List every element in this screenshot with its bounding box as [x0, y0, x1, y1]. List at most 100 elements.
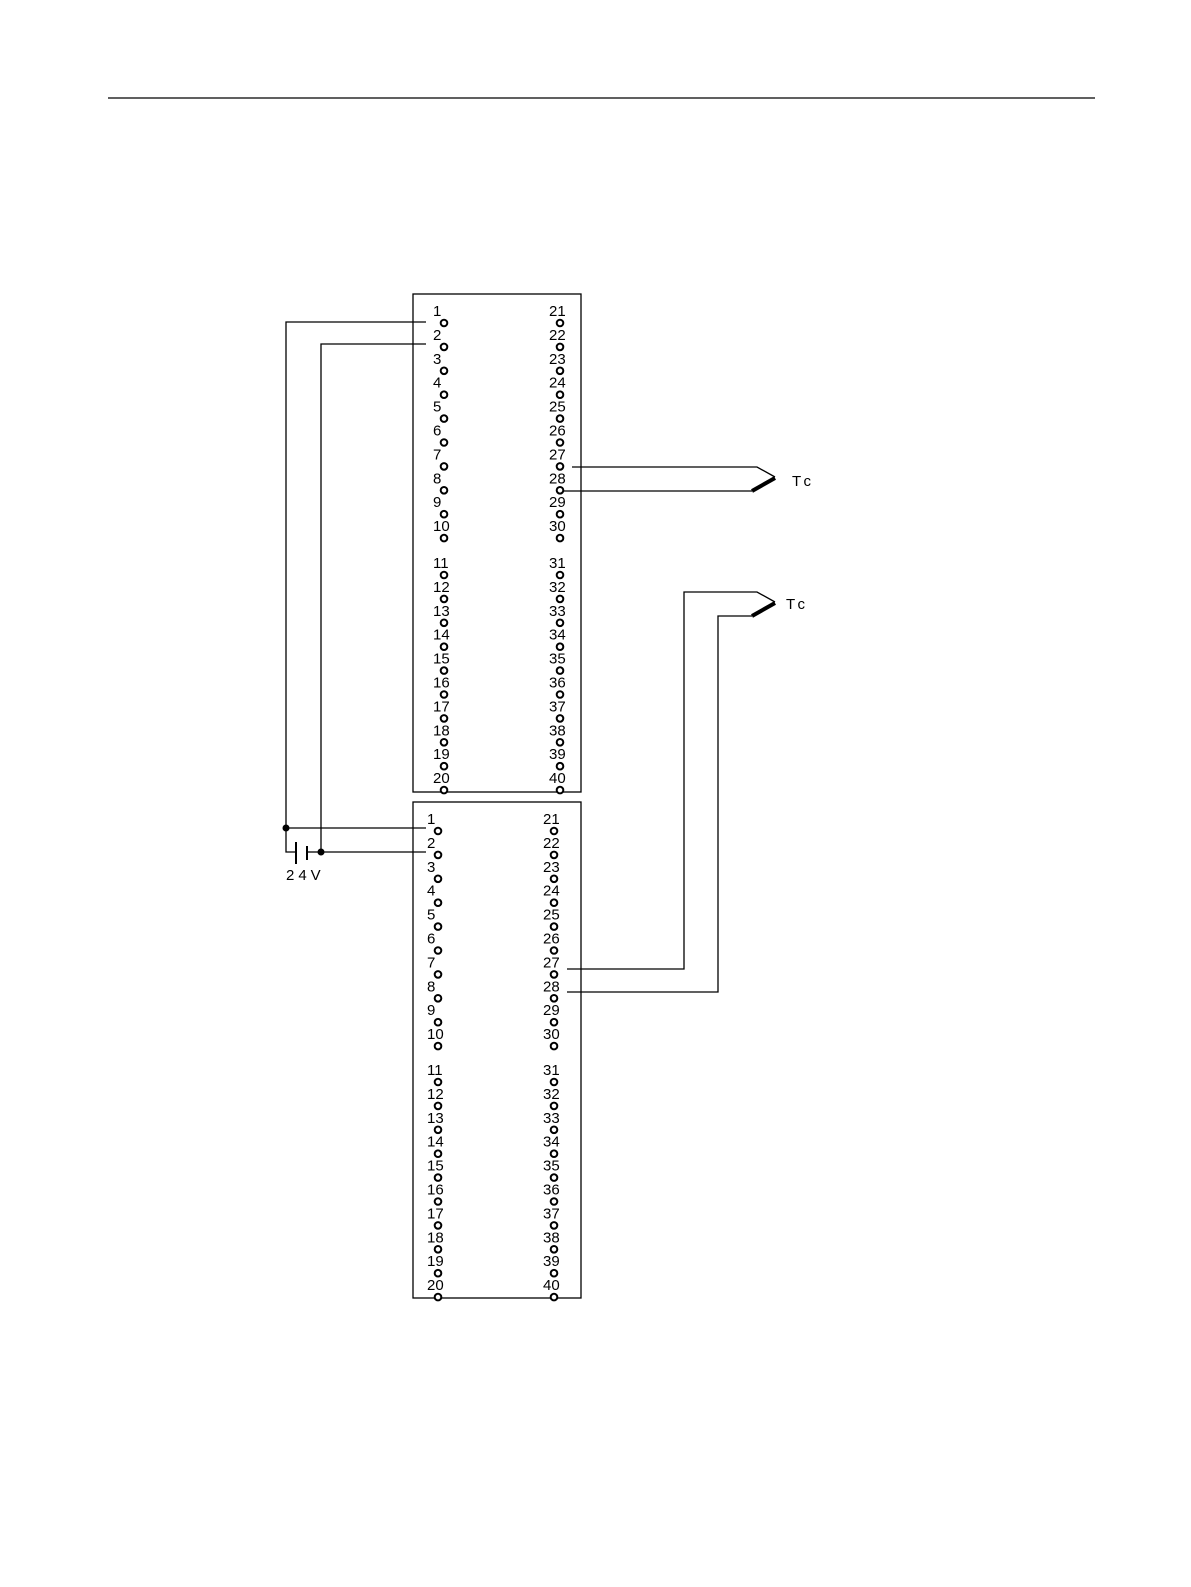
pin-label-right: 28: [549, 470, 566, 487]
tc-upper-junction: [752, 478, 775, 491]
pin-label-right: 23: [549, 351, 566, 368]
pin-label-right: 21: [549, 303, 566, 320]
pin-label-left: 15: [427, 1158, 444, 1175]
pin-label-right: 35: [543, 1158, 560, 1175]
battery-lead-left: [286, 828, 296, 852]
terminal-pin: [557, 572, 564, 579]
tc-lower-label: Tc: [786, 596, 809, 613]
pin-label-left: 17: [433, 698, 450, 715]
pin-label-right: 31: [549, 555, 566, 572]
pin-label-right: 22: [549, 327, 566, 344]
pin-label-right: 25: [543, 907, 560, 924]
pin-label-left: 15: [433, 651, 450, 668]
terminal-pin: [557, 787, 564, 794]
pin-label-left: 7: [433, 446, 441, 463]
pin-label-right: 32: [549, 579, 566, 596]
pin-label-left: 20: [433, 770, 450, 787]
terminal-pin: [551, 1079, 558, 1086]
terminal-pin: [551, 1043, 558, 1050]
tc-upper-lead-a: [572, 467, 775, 477]
pin-label-right: 40: [549, 770, 566, 787]
terminal-pin: [441, 511, 448, 518]
pin-label-left: 8: [427, 978, 435, 995]
pin-label-left: 1: [427, 811, 435, 828]
tc-lower-junction: [752, 603, 775, 616]
pin-label-right: 22: [543, 835, 560, 852]
terminal-pin: [551, 1019, 558, 1026]
terminal-pin: [435, 971, 442, 978]
terminal-pin: [441, 643, 448, 650]
terminal-pin: [435, 1043, 442, 1050]
terminal-pin: [435, 947, 442, 954]
terminal-pin: [441, 487, 448, 494]
terminal-pin: [557, 643, 564, 650]
pin-label-right: 28: [543, 978, 560, 995]
terminal-pin: [557, 368, 564, 375]
pin-label-left: 10: [433, 518, 450, 535]
pin-label-left: 7: [427, 954, 435, 971]
pin-label-left: 9: [433, 494, 441, 511]
pin-label-right: 39: [543, 1253, 560, 1270]
terminal-pin: [551, 1174, 558, 1181]
pin-label-left: 5: [427, 907, 435, 924]
pin-label-left: 10: [427, 1026, 444, 1043]
terminal-pin: [435, 828, 442, 835]
pin-label-right: 38: [549, 722, 566, 739]
pin-label-right: 24: [543, 883, 560, 900]
terminal-pin: [557, 415, 564, 422]
pin-label-right: 27: [543, 954, 560, 971]
terminal-pin: [551, 876, 558, 883]
terminal-pin: [441, 344, 448, 351]
pin-label-left: 9: [427, 1002, 435, 1019]
pin-label-left: 14: [427, 1134, 444, 1151]
terminal-pin: [441, 739, 448, 746]
pin-label-right: 27: [549, 446, 566, 463]
pin-label-right: 30: [549, 518, 566, 535]
pin-label-right: 37: [543, 1205, 560, 1222]
terminal-pin: [441, 691, 448, 698]
terminal-pin: [441, 667, 448, 674]
pin-label-left: 4: [433, 375, 441, 392]
pin-label-left: 19: [433, 746, 450, 763]
terminal-pin: [557, 715, 564, 722]
pin-label-right: 39: [549, 746, 566, 763]
tc-lower-lead-b: [567, 616, 752, 992]
pin-label-left: 18: [433, 722, 450, 739]
terminal-pin: [435, 1198, 442, 1205]
pin-label-left: 20: [427, 1277, 444, 1294]
pin-label-left: 6: [427, 931, 435, 948]
terminal-pin: [435, 1294, 442, 1301]
supply-voltage-label: 24V: [286, 867, 325, 884]
terminal-pin: [557, 739, 564, 746]
terminal-pin: [551, 1246, 558, 1253]
terminal-pin: [435, 995, 442, 1002]
terminal-pin: [557, 439, 564, 446]
pin-label-left: 11: [433, 555, 449, 572]
supply-wire-positive: [286, 322, 426, 828]
pin-label-right: 37: [549, 698, 566, 715]
junction-dot: [283, 825, 290, 832]
terminal-pin: [435, 1103, 442, 1110]
terminal-pin: [557, 763, 564, 770]
pin-label-left: 8: [433, 470, 441, 487]
terminal-pin: [435, 1222, 442, 1229]
pin-label-right: 32: [543, 1086, 560, 1103]
terminal-pin: [441, 596, 448, 603]
terminal-pin: [557, 691, 564, 698]
pin-label-left: 12: [433, 579, 450, 596]
pin-label-right: 25: [549, 399, 566, 416]
terminal-pin: [441, 620, 448, 627]
thermocouple-lower: Tc: [567, 592, 809, 992]
terminal-pin: [441, 368, 448, 375]
terminal-pin: [557, 391, 564, 398]
terminal-pin: [551, 899, 558, 906]
terminal-pin: [435, 923, 442, 930]
terminal-pin: [435, 1174, 442, 1181]
pin-label-right: 23: [543, 859, 560, 876]
pin-label-right: 29: [543, 1002, 560, 1019]
terminal-pin: [435, 1079, 442, 1086]
pin-label-left: 11: [427, 1062, 443, 1079]
terminal-pin: [551, 1198, 558, 1205]
pin-label-right: 30: [543, 1026, 560, 1043]
